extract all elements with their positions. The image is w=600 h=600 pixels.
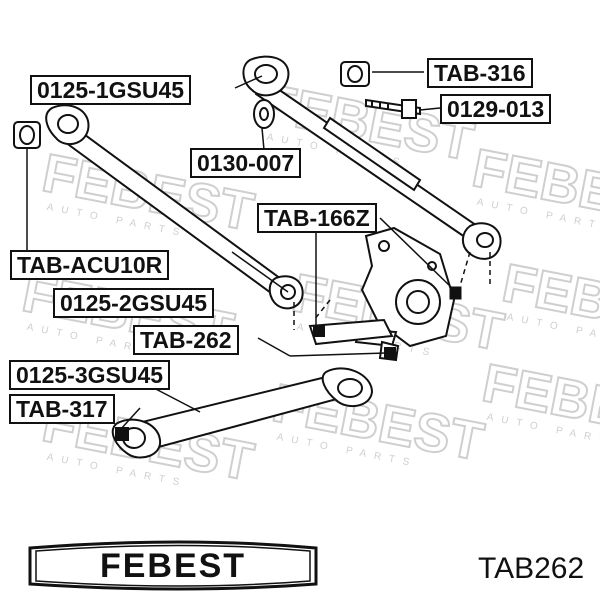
watermark-9: FEBEST AUTO PARTS — [477, 352, 600, 454]
logo-text: FEBEST — [100, 547, 246, 585]
middle-arm-part — [45, 104, 304, 310]
label-tab-316: TAB-316 — [427, 58, 533, 88]
label-0129-013: 0129-013 — [440, 94, 552, 124]
label-0125-2gsu45: 0125-2GSU45 — [53, 288, 215, 318]
febest-logo: FEBEST — [28, 540, 318, 591]
bushing-tab-166z — [449, 286, 462, 300]
lower-arm-part — [111, 367, 374, 459]
watermark-5: FEBEST AUTO PARTS — [497, 252, 600, 354]
bushing-tab-316 — [340, 61, 370, 87]
label-tab-166z: TAB-166Z — [257, 203, 377, 233]
label-tab-317: TAB-317 — [9, 394, 115, 424]
label-0125-3gsu45: 0125-3GSU45 — [9, 360, 171, 390]
upper-arm-part — [242, 55, 502, 260]
part-number: TAB262 — [478, 552, 585, 585]
dashed-lines — [293, 251, 491, 330]
washer-0130-007 — [253, 99, 275, 129]
label-0125-1gsu45: 0125-1GSU45 — [30, 75, 192, 105]
bushing-tab-acu10r — [13, 121, 41, 149]
lower-link-part — [308, 318, 400, 362]
label-tab-acu10r: TAB-ACU10R — [10, 250, 170, 280]
label-tab-262: TAB-262 — [133, 325, 239, 355]
leader-lines — [26, 71, 453, 431]
bolt-0129-013 — [365, 98, 421, 119]
label-0130-007: 0130-007 — [190, 148, 302, 178]
